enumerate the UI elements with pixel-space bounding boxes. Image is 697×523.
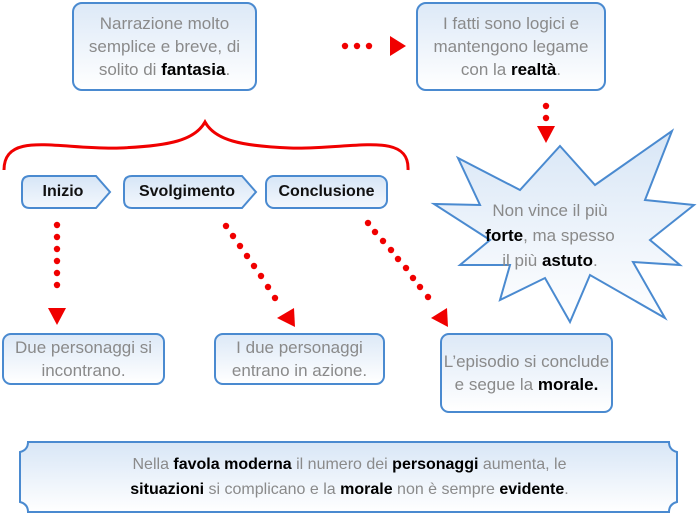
result-text: L’episodio si conclude e segue la xyxy=(443,352,610,394)
result-box-svolgimento: I due personaggi entrano in azione. xyxy=(214,333,385,385)
arrowhead-down-icon xyxy=(48,308,66,325)
stage-inizio: Inizio xyxy=(22,176,104,208)
fantasy-definition-box: Narrazione molto semplice e breve, di so… xyxy=(72,2,257,91)
dotted-arrow-down-right xyxy=(537,102,555,143)
starburst-keyword: forte xyxy=(485,226,524,245)
dotted-arrow-inizio xyxy=(48,221,66,325)
result-box-inizio: Due personaggi si incontrano. xyxy=(2,333,165,385)
starburst-line: , ma spesso xyxy=(523,226,615,245)
curly-brace xyxy=(2,118,410,171)
arrowhead-right-icon xyxy=(390,36,406,56)
box-text: I fatti sono logici e mantengono legame … xyxy=(433,14,589,79)
stage-label: Svolgimento xyxy=(138,183,235,200)
note-text: Nella xyxy=(132,456,174,473)
box-keyword: fantasia xyxy=(161,60,226,79)
bottom-note: Nella favola moderna il numero dei perso… xyxy=(22,442,677,512)
result-punct: . xyxy=(593,375,599,394)
note-keyword: favola moderna xyxy=(173,456,292,473)
box-keyword: realtà xyxy=(510,60,557,79)
starburst-keyword: astuto xyxy=(541,251,593,270)
box-punct: . xyxy=(556,60,562,79)
note-text: non è sempre xyxy=(392,481,500,498)
starburst-line: il più xyxy=(502,251,542,270)
note-text: . xyxy=(564,481,569,498)
note-text: aumenta, le xyxy=(478,456,567,473)
note-keyword: morale xyxy=(340,481,393,498)
note-keyword: situazioni xyxy=(130,481,205,498)
dotted-arrow-conclusione xyxy=(364,219,448,327)
box-punct: . xyxy=(225,60,231,79)
stage-shapes xyxy=(21,175,388,209)
bottom-note-frame xyxy=(19,441,678,513)
starburst-line: Non vince il più xyxy=(492,201,608,220)
starburst-punct: . xyxy=(592,251,598,270)
note-keyword: evidente xyxy=(499,481,565,498)
stage-label: Conclusione xyxy=(278,183,375,200)
arrowhead-down-right-icon xyxy=(431,308,448,327)
result-box-conclusione: L’episodio si conclude e segue la morale… xyxy=(440,333,613,413)
box-text: Narrazione molto semplice e breve, di so… xyxy=(88,14,241,79)
arrowhead-down-right-icon xyxy=(277,308,295,327)
starburst-text: Non vince il più forte, ma spesso il più… xyxy=(470,198,630,273)
result-text: Due personaggi si incontrano. xyxy=(14,338,153,380)
result-text: I due personaggi entrano in azione. xyxy=(231,338,368,380)
stage-svolgimento: Svolgimento xyxy=(124,176,250,208)
reality-link-box: I fatti sono logici e mantengono legame … xyxy=(416,2,606,91)
note-keyword: personaggi xyxy=(392,456,479,473)
note-text: si complicano e la xyxy=(204,481,341,498)
note-text: il numero dei xyxy=(291,456,393,473)
arrowhead-down-icon xyxy=(537,126,555,143)
starburst-shape xyxy=(430,128,697,325)
dotted-arrow-horizontal xyxy=(341,36,406,56)
dotted-arrow-svolgimento xyxy=(222,222,295,327)
stage-label: Inizio xyxy=(42,183,84,200)
result-keyword: morale xyxy=(537,375,594,394)
stage-conclusione: Conclusione xyxy=(266,176,387,208)
